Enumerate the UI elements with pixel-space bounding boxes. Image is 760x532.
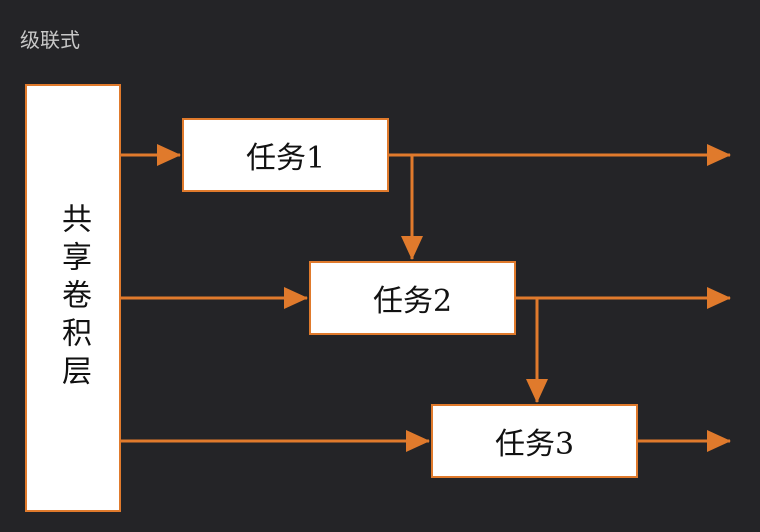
- task-3-box: 任务3: [431, 404, 638, 478]
- task-2-box: 任务2: [309, 261, 516, 335]
- shared-conv-layer-box: 共享卷积层: [25, 84, 121, 512]
- task-1-label: 任务1: [245, 141, 326, 176]
- task-3-label: 任务3: [494, 427, 575, 462]
- task-2-label: 任务2: [372, 284, 453, 319]
- shared-conv-layer-label: 共享卷积层: [56, 203, 91, 393]
- task-1-box: 任务1: [182, 118, 389, 192]
- diagram-caption: 级联式: [20, 28, 80, 52]
